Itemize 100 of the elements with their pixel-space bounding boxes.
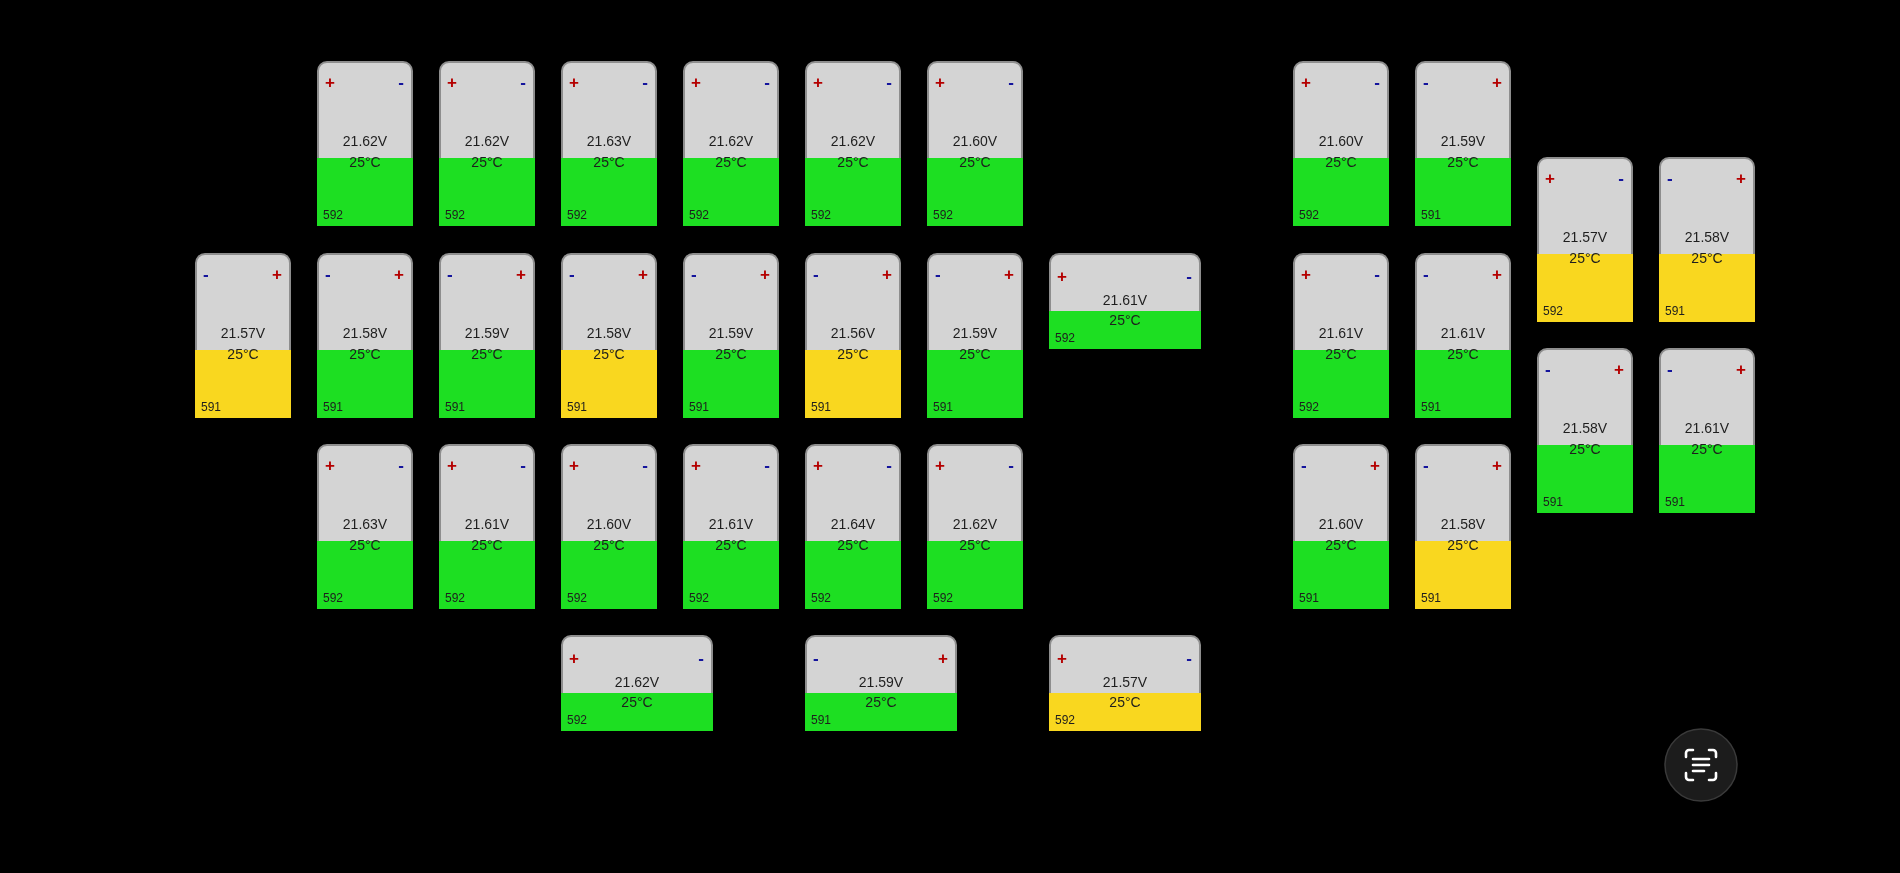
terminal-sign: -: [520, 74, 526, 92]
terminal-sign: +: [935, 457, 945, 475]
voltage-reading: 21.63V: [586, 133, 632, 150]
terminal-sign: -: [1423, 74, 1429, 92]
cell-number: 592: [445, 591, 466, 605]
temperature-reading: 25°C: [1325, 537, 1357, 554]
terminal-sign: +: [1492, 266, 1502, 284]
temperature-reading: 25°C: [1447, 537, 1479, 554]
temperature-reading: 25°C: [1109, 312, 1141, 329]
terminal-sign: -: [1423, 457, 1429, 475]
temperature-reading: 25°C: [227, 346, 259, 363]
terminal-sign: +: [938, 650, 948, 668]
terminal-sign: +: [1736, 361, 1746, 379]
cell-number: 592: [933, 591, 954, 605]
terminal-sign: +: [1301, 266, 1311, 284]
terminal-sign: +: [882, 266, 892, 284]
temperature-reading: 25°C: [837, 346, 869, 363]
voltage-reading: 21.62V: [614, 674, 660, 691]
cell-number: 591: [1421, 400, 1442, 414]
battery-cell: [195, 253, 291, 418]
cell-number: 591: [323, 400, 344, 414]
voltage-reading: 21.58V: [586, 325, 632, 342]
terminal-sign: -: [1301, 457, 1307, 475]
terminal-sign: -: [642, 74, 648, 92]
temperature-reading: 25°C: [593, 537, 625, 554]
terminal-sign: -: [1186, 268, 1192, 286]
voltage-reading: 21.57V: [1562, 229, 1608, 246]
voltage-reading: 21.61V: [464, 516, 510, 533]
battery-cell: [561, 444, 657, 609]
voltage-reading: 21.61V: [1440, 325, 1486, 342]
voltage-reading: 21.62V: [952, 516, 998, 533]
battery-cell: [1415, 61, 1511, 226]
cell-number: 591: [689, 400, 710, 414]
terminal-sign: -: [813, 266, 819, 284]
voltage-reading: 21.61V: [1318, 325, 1364, 342]
temperature-reading: 25°C: [1569, 441, 1601, 458]
battery-cell: [561, 61, 657, 226]
terminal-sign: -: [1186, 650, 1192, 668]
terminal-sign: -: [886, 74, 892, 92]
battery-cell: [439, 444, 535, 609]
cell-number: 591: [445, 400, 466, 414]
terminal-sign: -: [1667, 361, 1673, 379]
temperature-reading: 25°C: [837, 537, 869, 554]
cell-number: 592: [811, 208, 832, 222]
cell-number: 592: [567, 591, 588, 605]
temperature-reading: 25°C: [865, 694, 897, 711]
temperature-reading: 25°C: [1691, 441, 1723, 458]
cell-number: 591: [1665, 495, 1686, 509]
cell-number: 592: [689, 208, 710, 222]
temperature-reading: 25°C: [471, 346, 503, 363]
temperature-reading: 25°C: [1325, 154, 1357, 171]
cell-number: 592: [933, 208, 954, 222]
temperature-reading: 25°C: [1447, 154, 1479, 171]
terminal-sign: -: [691, 266, 697, 284]
temperature-reading: 25°C: [959, 154, 991, 171]
terminal-sign: -: [813, 650, 819, 668]
battery-cell: [805, 635, 957, 731]
voltage-reading: 21.59V: [464, 325, 510, 342]
terminal-sign: +: [325, 457, 335, 475]
terminal-sign: -: [1618, 170, 1624, 188]
cell-number: 592: [1055, 713, 1076, 727]
temperature-reading: 25°C: [1569, 250, 1601, 267]
battery-cell: [439, 253, 535, 418]
cell-number: 592: [323, 591, 344, 605]
terminal-sign: +: [447, 74, 457, 92]
cell-number: 592: [567, 713, 588, 727]
terminal-sign: +: [1492, 457, 1502, 475]
battery-cell: [1659, 348, 1755, 513]
battery-cell: [927, 253, 1023, 418]
battery-cell: [1293, 444, 1389, 609]
cell-number: 592: [1299, 400, 1320, 414]
battery-cell: [1415, 444, 1511, 609]
temperature-reading: 25°C: [715, 346, 747, 363]
voltage-reading: 21.60V: [586, 516, 632, 533]
cell-number: 591: [1421, 208, 1442, 222]
temperature-reading: 25°C: [837, 154, 869, 171]
terminal-sign: +: [1614, 361, 1624, 379]
terminal-sign: +: [1057, 650, 1067, 668]
terminal-sign: -: [764, 457, 770, 475]
voltage-reading: 21.61V: [1102, 292, 1148, 309]
terminal-sign: -: [1667, 170, 1673, 188]
terminal-sign: -: [642, 457, 648, 475]
terminal-sign: -: [398, 457, 404, 475]
cell-number: 591: [1543, 495, 1564, 509]
cell-number: 592: [445, 208, 466, 222]
battery-cell: [317, 444, 413, 609]
terminal-sign: +: [516, 266, 526, 284]
terminal-sign: +: [325, 74, 335, 92]
cell-number: 591: [1421, 591, 1442, 605]
voltage-reading: 21.58V: [342, 325, 388, 342]
battery-cell: [805, 253, 901, 418]
terminal-sign: -: [1423, 266, 1429, 284]
cell-number: 591: [933, 400, 954, 414]
battery-cell: [927, 61, 1023, 226]
voltage-reading: 21.59V: [952, 325, 998, 342]
battery-cell: [561, 635, 713, 731]
battery-cell: [1049, 635, 1201, 731]
temperature-reading: 25°C: [471, 537, 503, 554]
terminal-sign: +: [813, 74, 823, 92]
terminal-sign: -: [325, 266, 331, 284]
